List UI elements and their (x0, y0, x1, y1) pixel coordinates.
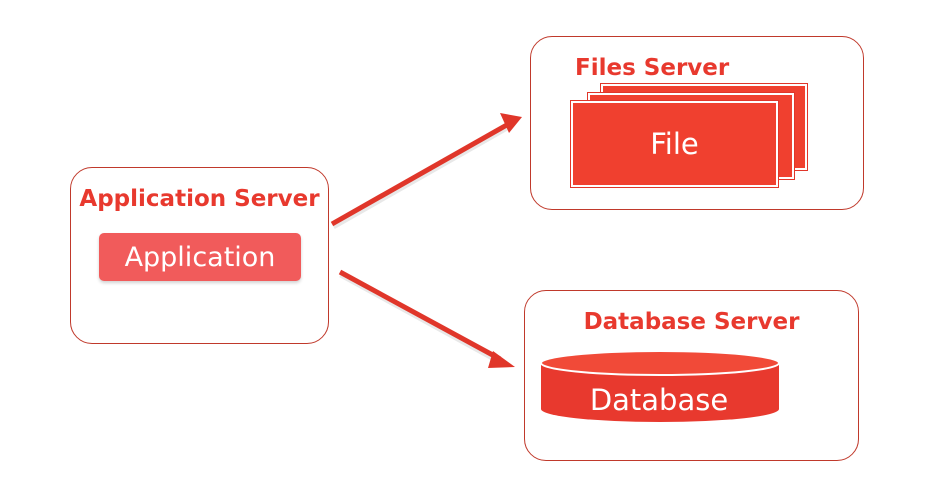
database-component: Database (589, 383, 729, 417)
database-server-node: Database Server Database (524, 290, 859, 461)
application-server-title: Application Server (79, 186, 320, 212)
arrow-app-to-database (338, 269, 515, 368)
application-server-node: Application Server Application (70, 167, 329, 344)
application-component: Application (99, 233, 301, 281)
database-server-title: Database Server (583, 309, 800, 335)
database-cylinder-icon (540, 350, 780, 422)
arrow-app-to-files (330, 113, 522, 230)
file-component: File (571, 101, 778, 187)
files-server-node: Files Server File (530, 36, 864, 210)
files-server-title: Files Server (575, 55, 730, 81)
